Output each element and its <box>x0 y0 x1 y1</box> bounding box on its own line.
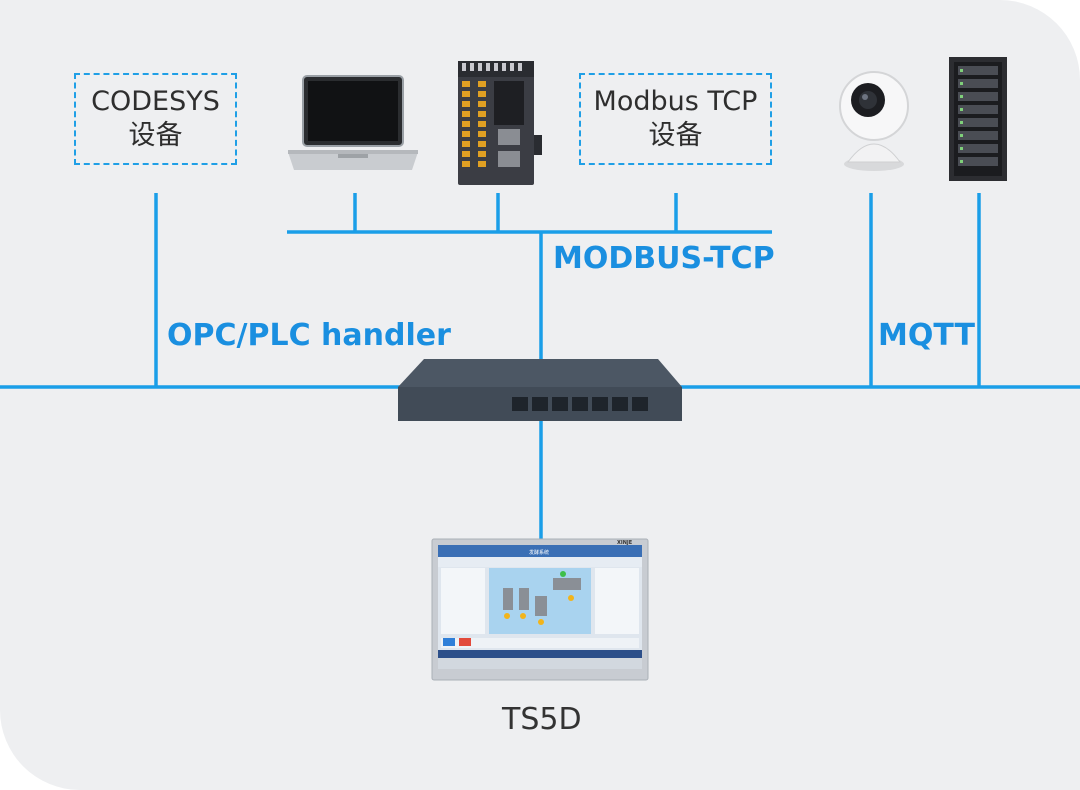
hmi-name-label: TS5D <box>502 702 582 737</box>
modbus-tcp-device-sublabel: 设备 <box>648 120 703 151</box>
modbus-tcp-device-label: Modbus TCP <box>593 86 758 117</box>
laptop-icon <box>288 75 418 170</box>
modbus-tcp-device-box: Modbus TCP 设备 <box>579 73 772 165</box>
hmi-panel-icon: 发酵系统 XINJE <box>431 538 649 681</box>
codesys-label: CODESYS <box>91 86 220 117</box>
camera-icon <box>839 71 909 171</box>
codesys-device-box: CODESYS 设备 <box>74 73 237 165</box>
plc-icon <box>458 61 542 185</box>
mqtt-protocol-label: MQTT <box>878 318 975 353</box>
codesys-sublabel: 设备 <box>128 120 183 151</box>
switch-icon <box>398 359 682 421</box>
opc-plc-protocol-label: OPC/PLC handler <box>167 318 451 353</box>
server-rack-icon <box>949 57 1007 181</box>
modbus-tcp-protocol-label: MODBUS-TCP <box>553 241 775 276</box>
hmi-brand-label: XINJE <box>617 540 633 546</box>
hmi-screen-title: 发酵系统 <box>529 549 549 556</box>
